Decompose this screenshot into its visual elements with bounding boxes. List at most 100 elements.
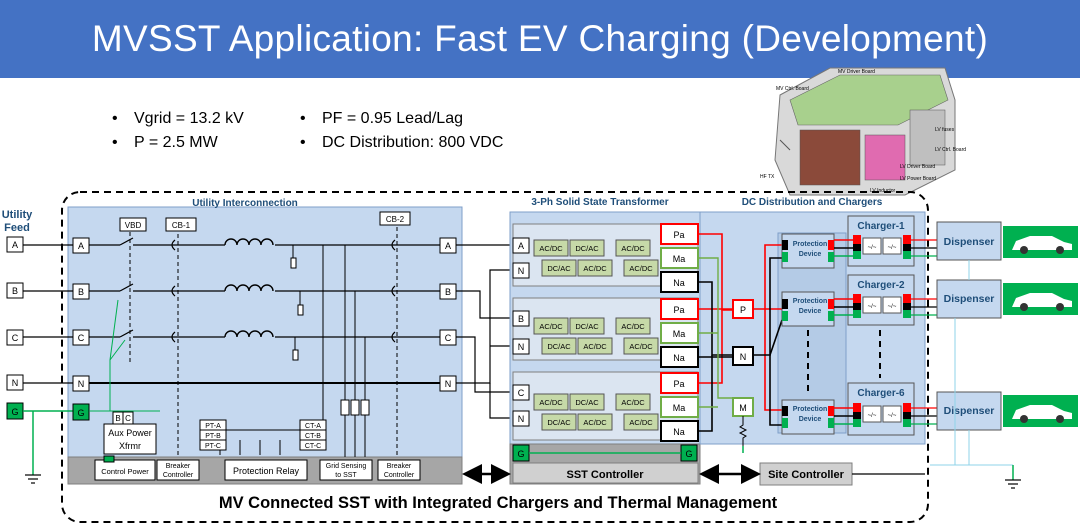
terminal-label: G <box>11 407 18 417</box>
charger-2: Charger-2 ~/~ ~/~ <box>847 274 915 326</box>
photo-label: MV Ctrl. Board <box>776 86 809 92</box>
charger-label: Charger-2 <box>857 280 905 291</box>
sst-input-label: N <box>518 414 525 424</box>
aux-input-label: B <box>115 414 120 423</box>
sst-input-label: B <box>518 314 524 324</box>
breaker-controller-label: Controller <box>384 472 415 479</box>
grid-sensing-label: to SST <box>335 472 357 479</box>
utility-out-terminals: A B C N <box>439 237 457 392</box>
sst-module-b: B N AC/DC DC/AC AC/DC DC/AC AC/DC AC/DC … <box>512 297 699 368</box>
terminal-label: C <box>12 333 19 343</box>
converter-label: AC/DC <box>621 322 645 331</box>
charger-feeds <box>834 239 853 425</box>
port-label: Na <box>673 353 685 363</box>
cb1-label: CB-1 <box>172 221 191 230</box>
ct-sensors <box>340 399 370 416</box>
feed-terminals: A B C N G <box>6 236 24 420</box>
ct-label: CT-B <box>305 433 321 440</box>
protection-label: Device <box>799 308 822 315</box>
converter-label: AC/DC <box>539 322 563 331</box>
ground-symbol <box>25 474 41 484</box>
sst-input-label: N <box>518 266 525 276</box>
charger-6: Charger-6 ~/~ ~/~ <box>847 382 915 436</box>
dc-section-title: DC Distribution and Chargers <box>742 197 883 208</box>
converter-label: DC/AC <box>575 244 599 253</box>
charger-label: Charger-6 <box>857 388 905 399</box>
aux-power-label: Aux Power <box>108 428 152 438</box>
photo-label: LV Ctrl. Board <box>935 147 966 153</box>
protection-device-6: Protection Device <box>781 399 835 435</box>
photo-label: HF TX <box>760 174 775 180</box>
converter-label: AC/DC <box>583 342 607 351</box>
protection-label: Protection <box>793 241 828 248</box>
dispenser-2: Dispenser <box>936 279 1002 319</box>
photo-label: LV Driver Board <box>900 164 935 170</box>
converter-sym: ~/~ <box>888 413 897 419</box>
control-power-ground <box>103 455 115 463</box>
ev-car-icon <box>1003 283 1078 315</box>
converter-label: DC/AC <box>547 418 571 427</box>
spec-list-right: •PF = 0.95 Lead/Lag •DC Distribution: 80… <box>300 107 503 155</box>
terminal-label: A <box>78 241 84 251</box>
utility-feed-label: Feed <box>4 222 30 234</box>
breaker-controller-2 <box>377 459 421 481</box>
spec-text: PF = 0.95 Lead/Lag <box>322 110 463 127</box>
breaker-controller-label: Controller <box>163 472 194 479</box>
dispenser-6: Dispenser <box>936 391 1002 431</box>
page-title: MVSST Application: Fast EV Charging (Dev… <box>91 18 989 59</box>
converter-label: AC/DC <box>629 418 653 427</box>
aux-power-xfrmr <box>103 423 157 455</box>
protection-label: Protection <box>793 298 828 305</box>
sst-input-label: C <box>518 388 525 398</box>
dispenser-label: Dispenser <box>944 293 995 305</box>
converter-sym: ~/~ <box>868 304 877 310</box>
protection-relay <box>224 459 308 481</box>
hardware-photo: MV Driver Board MV Ctrl. Board HF TX LV … <box>760 67 966 196</box>
sst-module-a: A N AC/DC DC/AC AC/DC DC/AC AC/DC AC/DC … <box>512 223 699 293</box>
protection-label: Protection <box>793 406 828 413</box>
protection-indicators <box>782 240 834 428</box>
vbd-box <box>119 217 147 232</box>
converter-label: DC/AC <box>575 398 599 407</box>
terminal-label: A <box>12 240 18 250</box>
dc-negative-bus <box>698 257 783 432</box>
ground-label: G <box>517 449 524 459</box>
terminal-label: A <box>445 241 451 251</box>
utility-feed-label: Utility <box>2 209 33 221</box>
title-banner: MVSST Application: Fast EV Charging (Dev… <box>0 0 1080 78</box>
sst-controller-label: SST Controller <box>566 469 644 481</box>
ground-symbol <box>1005 479 1021 489</box>
control-power-box <box>94 459 156 481</box>
terminal-label: C <box>78 333 85 343</box>
terminal-label: N <box>445 379 452 389</box>
terminal-label: G <box>77 408 84 418</box>
aux-input-label: C <box>125 414 131 423</box>
utility-sst-wiring <box>456 244 513 419</box>
spec-item: •Vgrid = 13.2 kV <box>112 110 244 127</box>
ground-label: G <box>685 449 692 459</box>
terminal-label: B <box>445 287 451 297</box>
breaker-controller-1 <box>156 459 200 481</box>
port-label: Na <box>673 427 685 437</box>
converter-sym: ~/~ <box>888 304 897 310</box>
pt-label: PT-A <box>205 423 221 430</box>
protection-device-2: Protection Device <box>781 291 835 327</box>
protection-label: Device <box>799 416 822 423</box>
utility-phase-lines <box>89 237 440 384</box>
dispenser-label: Dispenser <box>944 405 995 417</box>
port-label: Pa <box>673 379 684 389</box>
grounding-resistor <box>738 416 748 446</box>
converter-sym: ~/~ <box>868 413 877 419</box>
spec-text: P = 2.5 MW <box>134 134 218 151</box>
dispenser-1: Dispenser <box>936 221 1002 261</box>
port-label: Na <box>673 278 685 288</box>
cb-links <box>129 227 398 457</box>
ellipsis-links <box>807 330 881 396</box>
dispenser-links <box>911 239 937 425</box>
converter-label: DC/AC <box>547 264 571 273</box>
p-node <box>732 299 754 319</box>
photo-label: LV fuses <box>935 127 955 133</box>
spec-text: DC Distribution: 800 VDC <box>322 134 504 151</box>
converter-label: AC/DC <box>583 418 607 427</box>
dc-mid-bus <box>698 257 733 408</box>
